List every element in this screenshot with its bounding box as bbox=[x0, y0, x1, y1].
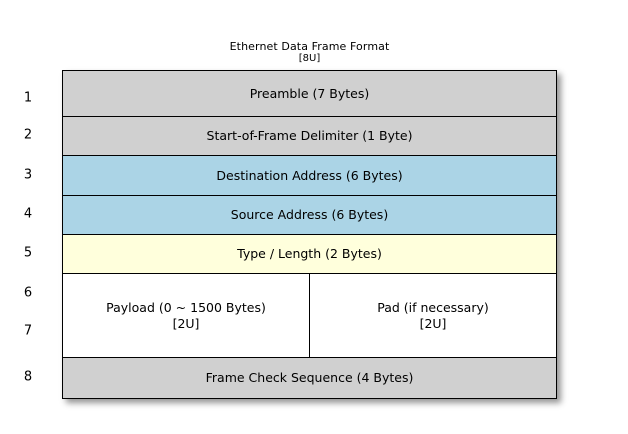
field-payload-label: Payload (0 ~ 1500 Bytes) bbox=[106, 299, 266, 315]
row-number-8: 8 bbox=[23, 369, 33, 385]
table-row: Destination Address (6 Bytes) bbox=[62, 155, 557, 196]
row-number-3: 3 bbox=[23, 167, 33, 183]
table-row: Payload (0 ~ 1500 Bytes) [2U] Pad (if ne… bbox=[62, 273, 557, 358]
field-pad-sublabel: [2U] bbox=[419, 315, 447, 331]
field-pad: Pad (if necessary) [2U] bbox=[309, 273, 557, 358]
ethernet-frame-table: Preamble (7 Bytes) Start-of-Frame Delimi… bbox=[62, 70, 557, 399]
field-destination-address: Destination Address (6 Bytes) bbox=[62, 155, 557, 196]
row-number-2: 2 bbox=[23, 127, 33, 143]
page-title: Ethernet Data Frame Format bbox=[229, 40, 390, 53]
diagram-title-block: Ethernet Data Frame Format [8U] bbox=[62, 40, 557, 65]
row-number-5: 5 bbox=[23, 245, 33, 261]
table-row: Source Address (6 Bytes) bbox=[62, 195, 557, 235]
field-preamble: Preamble (7 Bytes) bbox=[62, 70, 557, 117]
table-row: Type / Length (2 Bytes) bbox=[62, 234, 557, 274]
row-number-4: 4 bbox=[23, 206, 33, 222]
diagram-subtitle: [8U] bbox=[298, 53, 321, 65]
field-frame-check-sequence: Frame Check Sequence (4 Bytes) bbox=[62, 357, 557, 399]
row-number-6: 6 bbox=[23, 285, 33, 301]
row-number-7: 7 bbox=[23, 323, 33, 339]
field-start-of-frame-delimiter: Start-of-Frame Delimiter (1 Byte) bbox=[62, 116, 557, 156]
field-type-length: Type / Length (2 Bytes) bbox=[62, 234, 557, 274]
field-payload: Payload (0 ~ 1500 Bytes) [2U] bbox=[62, 273, 310, 358]
field-source-address: Source Address (6 Bytes) bbox=[62, 195, 557, 235]
field-pad-label: Pad (if necessary) bbox=[377, 299, 489, 315]
table-row: Preamble (7 Bytes) bbox=[62, 70, 557, 117]
table-row: Frame Check Sequence (4 Bytes) bbox=[62, 357, 557, 399]
field-payload-sublabel: [2U] bbox=[172, 315, 200, 331]
table-row: Start-of-Frame Delimiter (1 Byte) bbox=[62, 116, 557, 156]
row-number-1: 1 bbox=[23, 90, 33, 106]
